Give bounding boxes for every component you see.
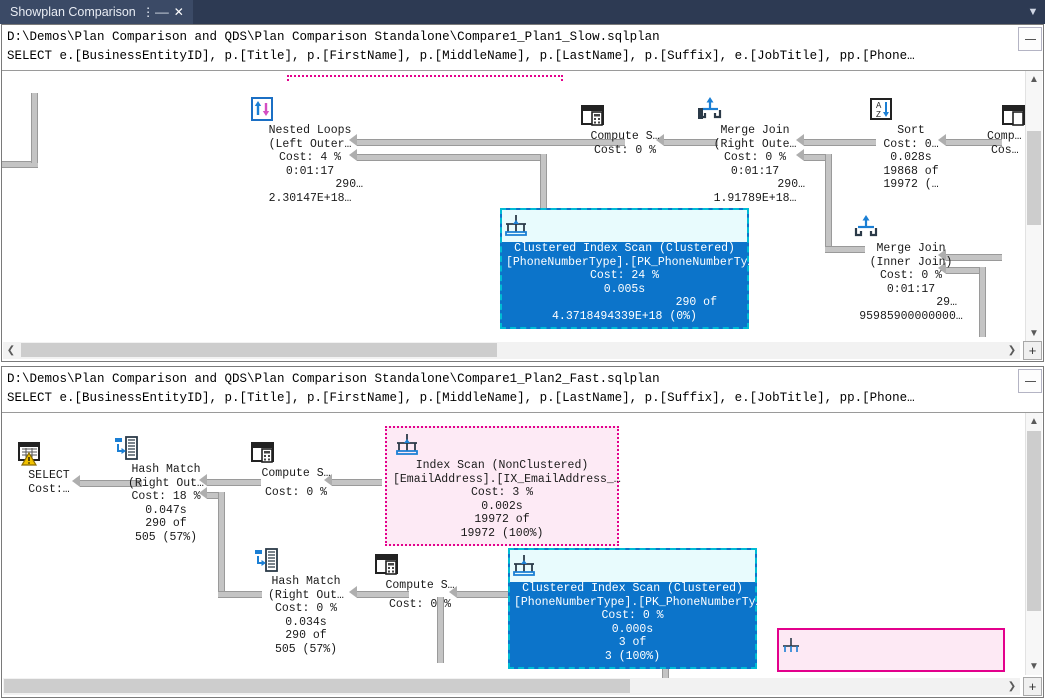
close-icon[interactable]: ✕ <box>174 5 184 19</box>
merge-join-icon <box>697 96 813 122</box>
plan-node-label: Clustered Index Scan (Clustered) [PhoneN… <box>506 242 743 323</box>
plan-node-compute-scalar-4[interactable]: Compute S… Cost: 0 % <box>374 553 466 611</box>
horizontal-scroll-thumb[interactable] <box>21 343 497 357</box>
plan-node-label: Nested Loops (Left Outer… Cost: 4 % 0:01… <box>249 124 371 205</box>
bottom-zoom-button[interactable]: + <box>1023 677 1042 696</box>
compute-scalar-icon <box>374 553 466 577</box>
top-vertical-scrollbar[interactable]: ▲ ▼ <box>1025 71 1042 342</box>
bottom-pane-header: D:\Demos\Plan Comparison and QDS\Plan Co… <box>2 367 1011 412</box>
tab-showplan-comparison[interactable]: Showplan Comparison ⋮— ✕ <box>0 0 193 24</box>
pin-icon[interactable]: ⋮— <box>141 5 169 19</box>
plan-node-compute-scalar-1[interactable]: Compute S… Cost: 0 % <box>580 104 670 157</box>
merge-join-icon <box>853 214 969 240</box>
top-plan-canvas[interactable]: Nested Loops (Left Outer… Cost: 4 % 0:01… <box>2 71 1043 360</box>
plan-node-nested-loops[interactable]: Nested Loops (Left Outer… Cost: 4 % 0:01… <box>249 96 371 205</box>
hash-match-icon <box>252 547 360 573</box>
connector <box>31 93 38 163</box>
plan-node-index-scan-nonclustered[interactable]: Index Scan (NonClustered) [EmailAddress]… <box>385 426 619 546</box>
plan-node-label: Compute S… Cost: 0 % <box>580 130 670 157</box>
connector <box>804 139 876 146</box>
select-result-icon <box>16 441 82 467</box>
plan-node-label: Compute S… Cost: 0 % <box>250 467 342 499</box>
plan-node-label: SELECT Cost:… <box>16 469 82 496</box>
plan-node-label: Sort Cost: 0… 0.028s 19868 of 19972 (… <box>868 124 954 192</box>
tab-label: Showplan Comparison <box>10 5 136 19</box>
plan-node-merge-join-right-outer[interactable]: Merge Join (Right Oute… Cost: 0 % 0:01:1… <box>697 96 813 205</box>
chevron-up-icon[interactable]: ▲ <box>1026 413 1042 430</box>
top-zoom-button[interactable]: + <box>1023 341 1042 360</box>
top-query-text: SELECT e.[BusinessEntityID], p.[Title], … <box>7 47 1011 66</box>
node-icon-area <box>502 210 747 242</box>
nested-loops-icon <box>249 96 371 122</box>
svg-text:A: A <box>876 101 882 110</box>
chevron-up-icon[interactable]: ▲ <box>1026 71 1042 88</box>
chevron-down-icon[interactable]: ▼ <box>1026 325 1042 342</box>
bottom-collapse-button[interactable] <box>1018 369 1042 393</box>
plan-node-hash-match-1[interactable]: Hash Match (Right Out… Cost: 18 % 0.047s… <box>112 435 220 544</box>
index-scan-icon <box>779 636 1003 654</box>
plan-node-label: Merge Join (Inner Join) Cost: 0 % 0:01:1… <box>853 242 969 323</box>
bottom-file-path: D:\Demos\Plan Comparison and QDS\Plan Co… <box>7 370 1011 389</box>
sort-icon: A Z <box>868 96 954 122</box>
index-scan-icon <box>502 212 747 238</box>
top-file-path: D:\Demos\Plan Comparison and QDS\Plan Co… <box>7 28 1011 47</box>
svg-text:Z: Z <box>876 110 881 119</box>
compute-scalar-icon <box>250 441 342 465</box>
plan-node-label: Clustered Index Scan (Clustered) [PhoneN… <box>514 582 751 663</box>
plan-node-select[interactable]: SELECT Cost:… <box>16 441 82 496</box>
plan-node-label: Hash Match (Right Out… Cost: 18 % 0.047s… <box>112 463 220 544</box>
chevron-right-icon[interactable]: ❯ <box>1004 678 1020 695</box>
plan-node-difference-partial[interactable] <box>777 628 1005 672</box>
index-scan-icon <box>393 431 611 457</box>
plan-node-label: Hash Match (Right Out… Cost: 0 % 0.034s … <box>252 575 360 656</box>
chevron-left-icon[interactable]: ❮ <box>3 342 19 359</box>
bottom-plan-canvas[interactable]: SELECT Cost:… Hash Match <box>2 413 1043 696</box>
plan-node-clustered-index-scan-selected[interactable]: Clustered Index Scan (Clustered) [PhoneN… <box>500 208 749 329</box>
plan-node-label: Merge Join (Right Oute… Cost: 0 % 0:01:1… <box>697 124 813 205</box>
chevron-down-icon[interactable]: ▼ <box>1027 6 1039 18</box>
vertical-scroll-thumb[interactable] <box>1027 431 1041 611</box>
plan-node-hash-match-2[interactable]: Hash Match (Right Out… Cost: 0 % 0.034s … <box>252 547 360 656</box>
top-plan-pane: D:\Demos\Plan Comparison and QDS\Plan Co… <box>0 24 1045 362</box>
compute-scalar-icon <box>580 104 670 128</box>
top-collapse-button[interactable] <box>1018 27 1042 51</box>
plan-node-label: Compute S… Cost: 0 % <box>374 579 466 611</box>
connector <box>825 154 832 253</box>
partial-difference-node-top <box>287 75 563 81</box>
bottom-plan-pane: D:\Demos\Plan Comparison and QDS\Plan Co… <box>0 366 1045 698</box>
top-pane-header: D:\Demos\Plan Comparison and QDS\Plan Co… <box>2 25 1011 70</box>
window-titlebar: Showplan Comparison ⋮— ✕ ▼ <box>0 0 1045 24</box>
connector <box>357 154 547 161</box>
horizontal-scroll-thumb[interactable] <box>4 679 630 693</box>
vertical-scroll-thumb[interactable] <box>1027 131 1041 225</box>
top-horizontal-scrollbar[interactable]: ❮ ❯ <box>3 342 1020 359</box>
chevron-down-icon[interactable]: ▼ <box>1026 658 1042 675</box>
bottom-vertical-scrollbar[interactable]: ▲ ▼ <box>1025 413 1042 675</box>
connector <box>979 267 986 337</box>
plan-node-label: Index Scan (NonClustered) [EmailAddress]… <box>393 459 611 540</box>
chevron-right-icon[interactable]: ❯ <box>1004 342 1020 359</box>
plan-node-merge-join-inner[interactable]: Merge Join (Inner Join) Cost: 0 % 0:01:1… <box>853 214 969 323</box>
node-icon-area <box>510 550 755 582</box>
plan-node-clustered-index-scan-selected-2[interactable]: Clustered Index Scan (Clustered) [PhoneN… <box>508 548 757 669</box>
index-scan-icon <box>510 552 755 578</box>
bottom-horizontal-scrollbar[interactable]: ❮ ❯ <box>3 678 1020 695</box>
plan-node-sort[interactable]: A Z Sort Cost: 0… 0.028s 19868 of 19972 … <box>868 96 954 192</box>
bottom-query-text: SELECT e.[BusinessEntityID], p.[Title], … <box>7 389 1011 408</box>
hash-match-icon <box>112 435 220 461</box>
plan-node-compute-scalar-3[interactable]: Compute S… Cost: 0 % <box>250 441 342 499</box>
